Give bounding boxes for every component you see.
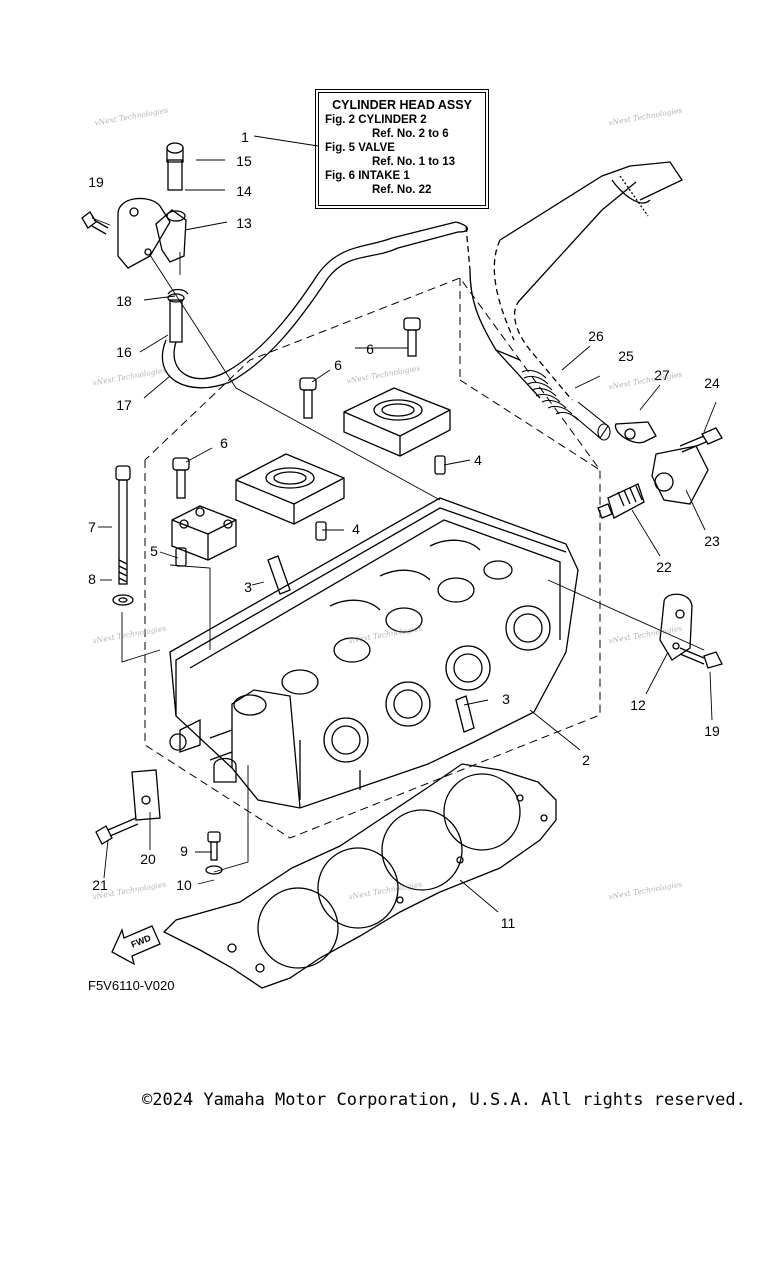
callout-10: 10 [176, 877, 192, 893]
reference-box: CYLINDER HEAD ASSY Fig. 2 CYLINDER 2 Ref… [315, 89, 489, 209]
callout-14: 14 [236, 183, 252, 199]
callout-22: 22 [656, 559, 672, 575]
callout-8: 8 [88, 571, 96, 587]
callout-13: 13 [236, 215, 252, 231]
callout-1: 1 [241, 129, 249, 145]
hose-bellows [521, 369, 611, 441]
callout-6-left: 6 [220, 435, 228, 451]
head-gasket [162, 763, 557, 989]
assembly-dashed-outline [144, 277, 601, 839]
callout-5: 5 [150, 543, 158, 559]
water-hose [161, 221, 471, 389]
callout-19-upper: 19 [88, 174, 104, 190]
callout-25: 25 [618, 348, 634, 364]
callout-19-lower: 19 [704, 723, 720, 739]
leader-lines [91, 135, 717, 913]
callout-3-lower: 3 [502, 691, 510, 707]
callout-6-middle: 6 [334, 357, 342, 373]
callout-7: 7 [88, 519, 96, 535]
callout-3-upper: 3 [244, 579, 252, 595]
callout-20: 20 [140, 851, 156, 867]
callout-12: 12 [630, 697, 646, 713]
reference-row: Fig. 5 VALVE [325, 142, 395, 154]
reference-row: Fig. 2 CYLINDER 2 [325, 114, 427, 126]
callout-4-upper: 4 [474, 452, 482, 468]
bolts [81, 211, 723, 875]
callout-18: 18 [116, 293, 132, 309]
callout-15: 15 [236, 153, 252, 169]
cylinder-head [169, 497, 579, 809]
fwd-arrow-icon [111, 925, 161, 966]
brackets [117, 142, 709, 821]
reference-row: Fig. 6 INTAKE 1 [325, 170, 410, 182]
callout-17: 17 [116, 397, 132, 413]
callout-6-right: 6 [366, 341, 374, 357]
reference-row: Ref. No. 22 [372, 184, 432, 196]
callout-26: 26 [588, 328, 604, 344]
callout-4-lower: 4 [352, 521, 360, 537]
callout-2: 2 [582, 752, 590, 768]
callout-16: 16 [116, 344, 132, 360]
callout-27: 27 [654, 367, 670, 383]
callout-numbers: 1 2 3 3 4 4 5 6 6 6 7 8 9 10 11 12 13 14… [88, 129, 720, 931]
reference-box-title: CYLINDER HEAD ASSY [332, 98, 472, 112]
callout-21: 21 [92, 877, 108, 893]
callout-9: 9 [180, 843, 188, 859]
callout-11: 11 [501, 915, 516, 931]
cam-caps [171, 387, 451, 561]
reference-row: Ref. No. 1 to 13 [372, 156, 456, 168]
cylinder-head-exploded-diagram: 1 2 3 3 4 4 5 6 6 6 7 8 9 10 11 12 13 14… [81, 129, 723, 989]
callout-24: 24 [704, 375, 720, 391]
drain-hose [469, 161, 683, 401]
callout-23: 23 [704, 533, 720, 549]
drawing-code: F5V6110-V020 [88, 978, 175, 993]
copyright-notice: ©2024 Yamaha Motor Corporation, U.S.A. A… [142, 1090, 746, 1110]
reference-row: Ref. No. 2 to 6 [372, 128, 449, 140]
